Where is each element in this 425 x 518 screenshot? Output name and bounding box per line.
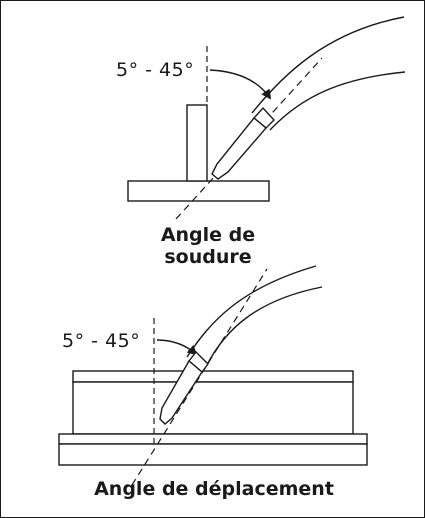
- travel-angle-caption: Angle de déplacement: [94, 478, 334, 500]
- torch-nozzle: [159, 359, 203, 425]
- torch-cable: [206, 286, 323, 366]
- weld-angle-range-label: 5° - 45°: [116, 59, 195, 81]
- base-plate: [127, 180, 270, 202]
- travel-angle-range-label: 5° - 45°: [62, 330, 141, 352]
- torch-cable: [269, 71, 406, 131]
- lower-plate-top: [58, 433, 368, 445]
- vertical-plate: [186, 104, 208, 182]
- torch-axis-line: [131, 268, 268, 486]
- angle-arc-arrow: [156, 339, 198, 356]
- weld-angle-caption: Angle de soudure: [160, 224, 256, 268]
- upper-block-body: [72, 381, 354, 435]
- torch-cable: [186, 265, 317, 358]
- weld-angle-illustration: [127, 16, 406, 220]
- torch-nozzle: [211, 117, 267, 180]
- lower-plate-body: [58, 443, 368, 466]
- upper-block: [72, 370, 354, 383]
- angle-arc-arrow: [209, 69, 272, 100]
- torch-cable: [251, 16, 405, 114]
- travel-angle-illustration: [58, 265, 368, 486]
